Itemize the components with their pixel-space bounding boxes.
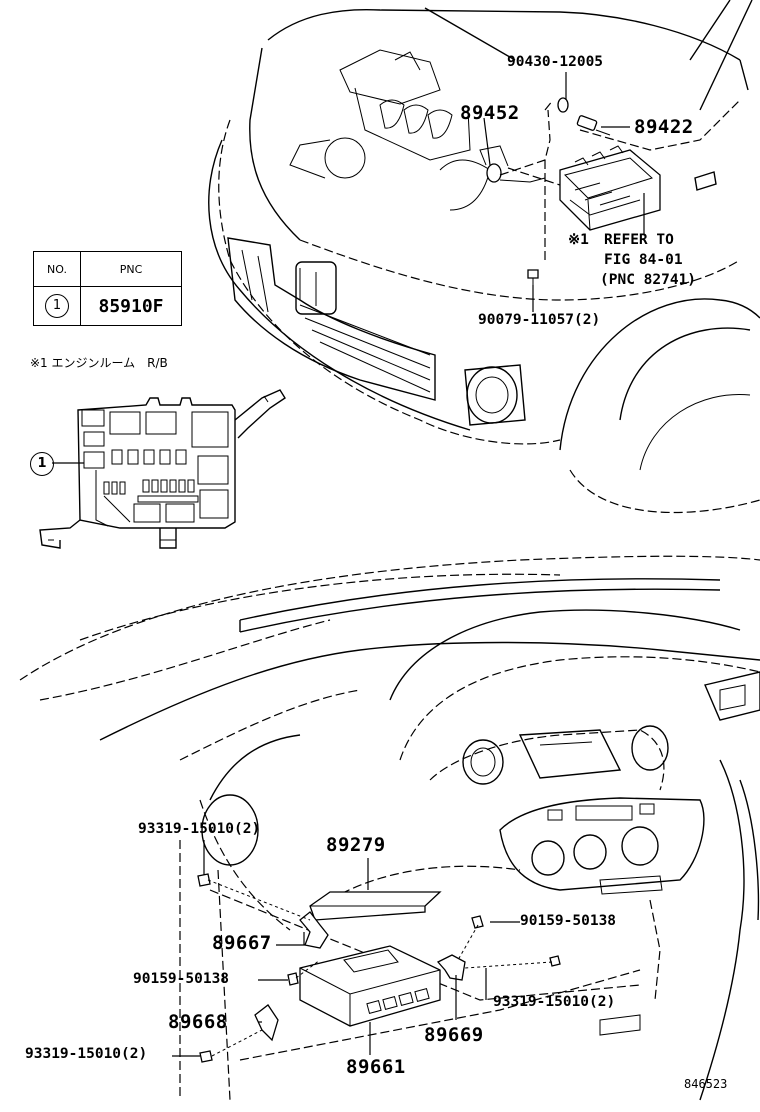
part-93319-15010-label-bottom[interactable]: 93319-15010(2): [25, 1046, 148, 1062]
part-89668-label[interactable]: 89668: [168, 1011, 228, 1033]
part-89279-label[interactable]: 89279: [326, 834, 386, 856]
table-header-no: NO.: [33, 251, 81, 287]
relay-box-drawing: [39, 389, 286, 549]
pnc-85910f-label[interactable]: 85910F: [98, 295, 164, 317]
part-89422-label[interactable]: 89422: [634, 116, 694, 138]
index-circle: 1: [45, 294, 69, 318]
part-90159-50138-label-right[interactable]: 90159-50138: [520, 913, 617, 929]
part-90430-12005-label[interactable]: 90430-12005: [507, 54, 604, 70]
relay-box-caption: ※1 エンジンルーム R/B: [30, 356, 168, 370]
part-90159-50138-label-left[interactable]: 90159-50138: [133, 971, 230, 987]
part-89669-label[interactable]: 89669: [424, 1024, 484, 1046]
table-header-pnc: PNC: [80, 251, 182, 287]
relay-box-marker: 1: [30, 452, 54, 476]
part-93319-15010-label-top[interactable]: 93319-15010(2): [138, 821, 261, 837]
part-90079-11057-label[interactable]: 90079-11057(2): [478, 312, 601, 328]
refer-line-1: REFER TO: [604, 232, 674, 248]
table-row-no: 1: [33, 286, 81, 326]
refer-mark: ※1: [568, 232, 589, 248]
table-row-pnc[interactable]: 85910F: [80, 286, 182, 326]
pnc-table: NO. PNC 1 85910F: [33, 251, 182, 326]
part-89667-label[interactable]: 89667: [212, 932, 272, 954]
refer-line-3[interactable]: (PNC 82741): [600, 272, 697, 288]
dashboard-drawing: [19, 555, 760, 1101]
relay-box-marker-circle: 1: [30, 452, 54, 476]
vehicle-front-drawing: [208, 0, 760, 514]
part-89452-label[interactable]: 89452: [460, 102, 520, 124]
part-93319-15010-label-right[interactable]: 93319-15010(2): [493, 994, 616, 1010]
part-89661-label[interactable]: 89661: [346, 1056, 406, 1078]
refer-line-2[interactable]: FIG 84-01: [604, 252, 683, 268]
figure-code: 846523: [684, 1077, 728, 1091]
